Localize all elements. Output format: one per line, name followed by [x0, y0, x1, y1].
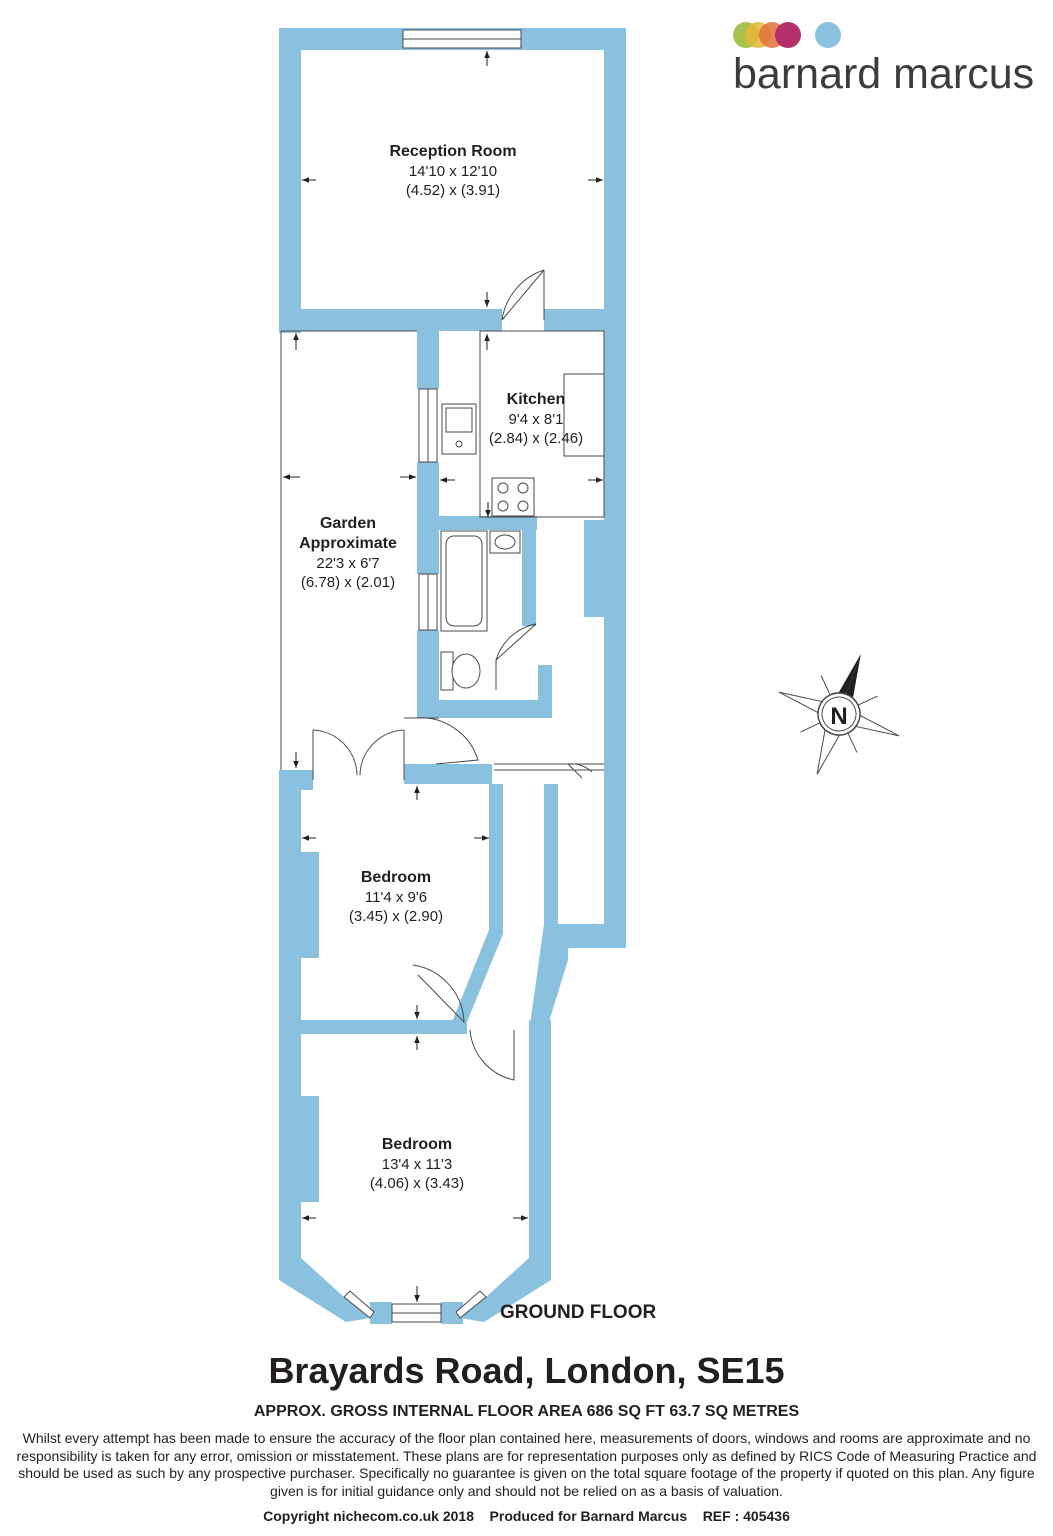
- wall-right-bedroom2: [529, 1020, 551, 1280]
- fixtures: [440, 330, 605, 691]
- bay-pillar-left: [370, 1302, 392, 1324]
- wall-bathroom-top: [417, 516, 537, 530]
- wall-right: [604, 28, 626, 948]
- kitchen-hob: [491, 477, 535, 517]
- brand-name: barnard marcus: [733, 50, 1035, 98]
- brand-logo: barnard marcus: [733, 20, 1035, 100]
- room-garden-name2: Approximate: [299, 535, 397, 552]
- room-bedroom2-name: Bedroom: [382, 1136, 452, 1153]
- floor-area: APPROX. GROSS INTERNAL FLOOR AREA 686 SQ…: [253, 1403, 800, 1420]
- wall-left-bedrooms: [279, 770, 301, 1280]
- bay-wall-left: [279, 1258, 370, 1322]
- dimension-arrows: [283, 51, 603, 1302]
- wall-bathroom-bottom: [417, 700, 552, 718]
- kitchen-unit: [563, 373, 605, 457]
- wall-hall-angle-right: [530, 924, 568, 1025]
- room-bedroom2-metric: (4.06) x (3.43): [370, 1175, 464, 1192]
- bay-pillar-right: [441, 1302, 463, 1324]
- windows: [343, 29, 522, 1323]
- wall-bathroom-right: [522, 516, 536, 626]
- wall-hall-left: [489, 784, 503, 934]
- window-bay-right: [455, 1290, 487, 1319]
- chimney-breast-kitchen: [584, 520, 604, 617]
- room-labels: Reception Room 14'10 x 12'10 (4.52) x (3…: [299, 143, 583, 1192]
- door-garden-left: [312, 729, 358, 780]
- wall-kitchen-left-upper: [417, 309, 439, 389]
- footer-credits: Copyright nichecom.co.uk 2018 Produced f…: [263, 1508, 790, 1524]
- bay-wall-right: [460, 1258, 551, 1322]
- wall-reception-bottom-right: [544, 309, 626, 331]
- room-reception-metric: (4.52) x (3.91): [406, 182, 500, 199]
- door-garden-right: [359, 729, 405, 780]
- room-reception-imperial: 14'10 x 12'10: [409, 163, 497, 180]
- room-garden-imperial: 22'3 x 6'7: [316, 555, 379, 572]
- door-bedroom2: [469, 1029, 515, 1081]
- door-bedroom1: [412, 964, 465, 1024]
- wall-hall-right: [544, 784, 558, 924]
- compass-north-label: N: [830, 703, 847, 730]
- wall-kitchen-left-lower: [417, 630, 439, 718]
- chimney-breast-bedroom1: [301, 852, 319, 958]
- logo-dot-magenta: [775, 22, 801, 48]
- room-kitchen-name: Kitchen: [507, 391, 566, 408]
- doors: [312, 269, 604, 1081]
- room-reception-name: Reception Room: [389, 143, 516, 160]
- wall-reception-bottom-left: [279, 309, 502, 331]
- floor-label: GROUND FLOOR: [500, 1302, 657, 1323]
- wall-bedroom1-bottom: [301, 1020, 467, 1034]
- toilet-bowl: [451, 653, 481, 689]
- wall-left-reception: [279, 28, 301, 333]
- chimney-breast-bedroom2: [301, 1096, 319, 1202]
- room-kitchen-imperial: 9'4 x 8'1: [509, 411, 564, 428]
- room-bedroom1-metric: (3.45) x (2.90): [349, 908, 443, 925]
- compass-icon: [778, 653, 900, 775]
- door-cupboard: [567, 763, 593, 779]
- wall-bathroom-door-jamb: [538, 665, 552, 718]
- room-kitchen-metric: (2.84) x (2.46): [489, 430, 583, 447]
- logo-dot-blue: [815, 22, 841, 48]
- walls: [279, 28, 626, 1324]
- floor-plan: Reception Room 14'10 x 12'10 (4.52) x (3…: [279, 28, 900, 1324]
- property-address: Brayards Road, London, SE15: [268, 1350, 785, 1391]
- door-bathroom: [495, 623, 537, 661]
- room-garden-metric: (6.78) x (2.01): [301, 574, 395, 591]
- toilet-cistern: [440, 651, 454, 691]
- wall-hall-angle-left: [452, 930, 503, 1022]
- room-bedroom1-name: Bedroom: [361, 869, 431, 886]
- wall-hall-top: [436, 764, 492, 784]
- disclaimer: Whilst every attempt has been made to en…: [16, 1430, 1037, 1499]
- room-bedroom1-imperial: 11'4 x 9'6: [365, 889, 427, 906]
- window-bay-left: [343, 1290, 375, 1319]
- door-reception: [501, 269, 545, 321]
- room-bedroom2-imperial: 13'4 x 11'3: [382, 1156, 453, 1173]
- wall-hall-stub: [404, 764, 436, 784]
- room-garden-name: Garden: [320, 515, 376, 532]
- door-hall: [414, 717, 479, 765]
